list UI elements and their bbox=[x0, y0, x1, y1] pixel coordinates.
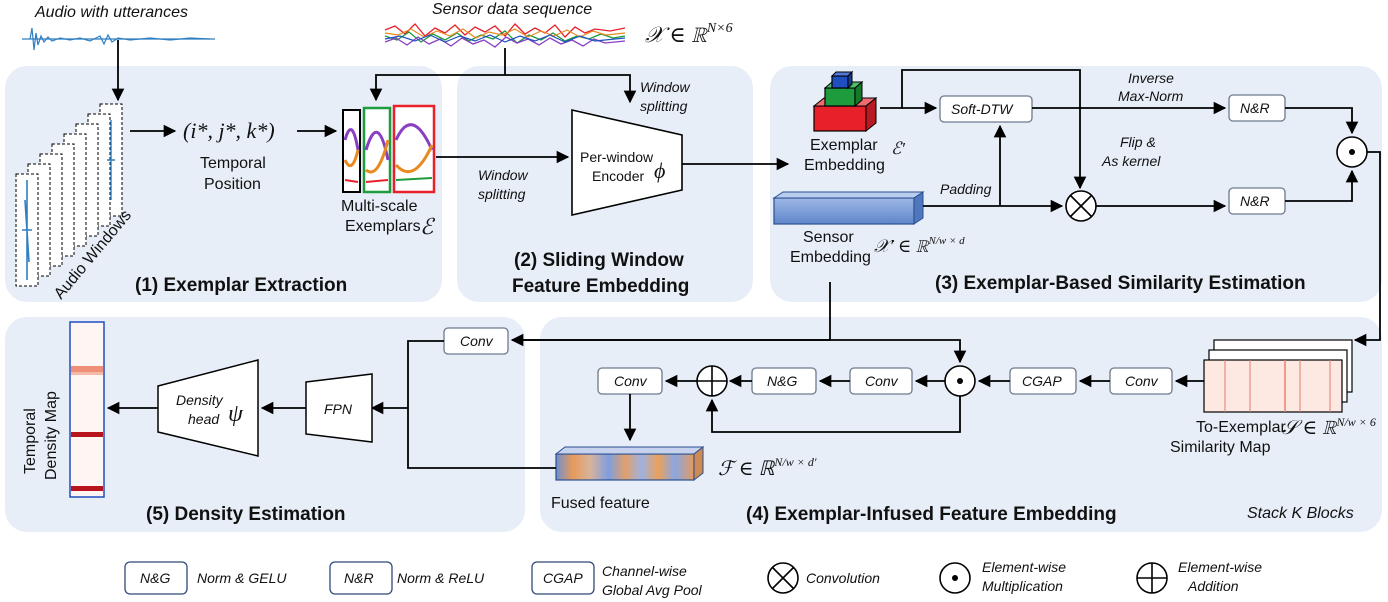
inverse-label-2: Max-Norm bbox=[1118, 88, 1184, 104]
inverse-label-1: Inverse bbox=[1128, 70, 1174, 86]
exemplar-embedding-math: ℰ′ bbox=[891, 139, 905, 158]
legend-nr-box: N&R bbox=[344, 570, 374, 586]
legend: N&G Norm & GELU N&R Norm & ReLU CGAP Cha… bbox=[124, 559, 1262, 598]
panel2-title-1: (2) Sliding Window bbox=[514, 250, 684, 271]
ng-label: N&G bbox=[767, 373, 797, 389]
similarity-map-stack bbox=[1203, 339, 1353, 413]
temporal-position-math: (i*, j*, k*) bbox=[183, 118, 275, 143]
density-head-label-2: head bbox=[188, 411, 220, 427]
similarity-math: 𝒮 ∈ ℝN/w × 6 bbox=[1282, 415, 1376, 439]
sensor-embedding-label-2: Embedding bbox=[790, 249, 871, 266]
flip-label-1: Flip & bbox=[1120, 134, 1156, 150]
conv-box-mid: Conv bbox=[849, 367, 913, 395]
convolution-op bbox=[1065, 190, 1097, 222]
exemplar-embedding-blocks bbox=[812, 70, 878, 133]
density-map-label-2: Density Map bbox=[43, 391, 60, 480]
panel3-title: (3) Exemplar-Based Similarity Estimation bbox=[935, 273, 1306, 294]
stack-blocks-label: Stack K Blocks bbox=[1247, 505, 1354, 522]
exemplar-math: ℰ bbox=[420, 214, 436, 239]
legend-add-desc-2: Addition bbox=[1187, 578, 1239, 594]
sensor-title: Sensor data sequence bbox=[432, 1, 592, 18]
density-map-label-1: Temporal bbox=[22, 408, 39, 474]
temporal-label-2: Position bbox=[204, 176, 261, 193]
window-splitting-top-2: splitting bbox=[640, 98, 688, 114]
exemplar-label-2: Exemplars bbox=[345, 218, 421, 235]
density-head-math: ψ bbox=[228, 401, 244, 427]
legend-addition-icon bbox=[1136, 562, 1168, 594]
panel-density-estimation bbox=[5, 317, 525, 532]
window-splitting-left-1: Window bbox=[478, 167, 529, 183]
legend-cgap-desc-2: Global Avg Pool bbox=[602, 582, 703, 598]
density-head bbox=[157, 359, 259, 457]
sensor-embedding-block bbox=[772, 191, 925, 225]
legend-mult-desc-1: Element-wise bbox=[982, 559, 1066, 575]
soft-dtw-label: Soft-DTW bbox=[951, 101, 1014, 117]
fpn-block bbox=[305, 373, 373, 443]
audio-title: Audio with utterances bbox=[34, 4, 188, 21]
sensor-embedding-label-1: Sensor bbox=[803, 229, 854, 246]
conv-top-label: Conv bbox=[460, 333, 494, 349]
legend-ng-desc: Norm & GELU bbox=[197, 570, 287, 586]
encoder-label-1: Per-window bbox=[580, 149, 654, 165]
legend-ng-box: N&G bbox=[140, 570, 170, 586]
temporal-density-map bbox=[69, 321, 105, 498]
similarity-label-1: To-Exemplar bbox=[1196, 419, 1286, 436]
cgap-box: CGAP bbox=[1009, 367, 1077, 395]
per-window-encoder bbox=[571, 108, 683, 217]
audio-windows-stack bbox=[15, 103, 123, 287]
fpn-label: FPN bbox=[324, 401, 353, 417]
sensor-embedding-math: 𝒳′ ∈ ℝN/w × d bbox=[874, 235, 965, 256]
density-head-label-1: Density bbox=[176, 392, 224, 408]
conv-box-top: Conv bbox=[443, 327, 509, 355]
sensor-math: 𝒳 ∈ ℝN×6 bbox=[645, 21, 733, 47]
fused-feature-label: Fused feature bbox=[551, 495, 650, 512]
conv-mid-label: Conv bbox=[865, 373, 899, 389]
exemplar-embedding-label-1: Exemplar bbox=[810, 137, 878, 154]
panel2-title-2: Feature Embedding bbox=[512, 276, 689, 297]
temporal-label-1: Temporal bbox=[200, 155, 266, 172]
legend-conv-desc: Convolution bbox=[806, 570, 880, 586]
element-add-op bbox=[696, 365, 728, 397]
element-mult-op-bottom bbox=[944, 365, 976, 397]
legend-convolution-icon bbox=[767, 562, 799, 594]
panel5-title: (5) Density Estimation bbox=[146, 504, 346, 525]
nr-box-bottom: N&R bbox=[1228, 187, 1286, 215]
legend-mult-desc-2: Multiplication bbox=[982, 578, 1063, 594]
flip-label-2: As kernel bbox=[1101, 153, 1161, 169]
panel4-title: (4) Exemplar-Infused Feature Embedding bbox=[746, 504, 1117, 525]
fused-feature-math: ℱ ∈ ℝN/w × d′ bbox=[718, 455, 817, 480]
window-splitting-top-1: Window bbox=[640, 79, 691, 95]
similarity-label-2: Similarity Map bbox=[1170, 439, 1271, 456]
legend-cgap-box: CGAP bbox=[543, 570, 583, 586]
conv-right-label: Conv bbox=[1125, 373, 1159, 389]
window-splitting-left-2: splitting bbox=[478, 186, 526, 202]
legend-multiplication-icon bbox=[939, 562, 971, 594]
soft-dtw-box: Soft-DTW bbox=[939, 95, 1033, 123]
multi-scale-exemplars bbox=[342, 104, 436, 194]
encoder-label-2: Encoder bbox=[592, 168, 644, 184]
nr-bottom-label: N&R bbox=[1240, 193, 1270, 209]
legend-nr-desc: Norm & ReLU bbox=[397, 570, 485, 586]
legend-cgap-desc-1: Channel-wise bbox=[602, 563, 687, 579]
nr-top-label: N&R bbox=[1240, 100, 1270, 116]
nr-box-top: N&R bbox=[1228, 94, 1286, 122]
ng-box: N&G bbox=[751, 367, 817, 395]
exemplar-label-1: Multi-scale bbox=[341, 198, 418, 215]
cgap-label: CGAP bbox=[1022, 373, 1062, 389]
exemplar-embedding-label-2: Embedding bbox=[804, 157, 885, 174]
conv-left-label: Conv bbox=[614, 373, 648, 389]
sensor-signal bbox=[384, 23, 626, 48]
element-mult-op-top bbox=[1336, 136, 1368, 168]
encoder-math: ϕ bbox=[654, 158, 665, 183]
panel1-title: (1) Exemplar Extraction bbox=[135, 275, 347, 296]
audio-waveform bbox=[22, 27, 215, 51]
legend-add-desc-1: Element-wise bbox=[1178, 559, 1262, 575]
padding-label: Padding bbox=[940, 181, 992, 197]
conv-box-right: Conv bbox=[1109, 367, 1173, 395]
fused-feature-block bbox=[554, 445, 705, 482]
conv-box-left: Conv bbox=[597, 367, 663, 395]
